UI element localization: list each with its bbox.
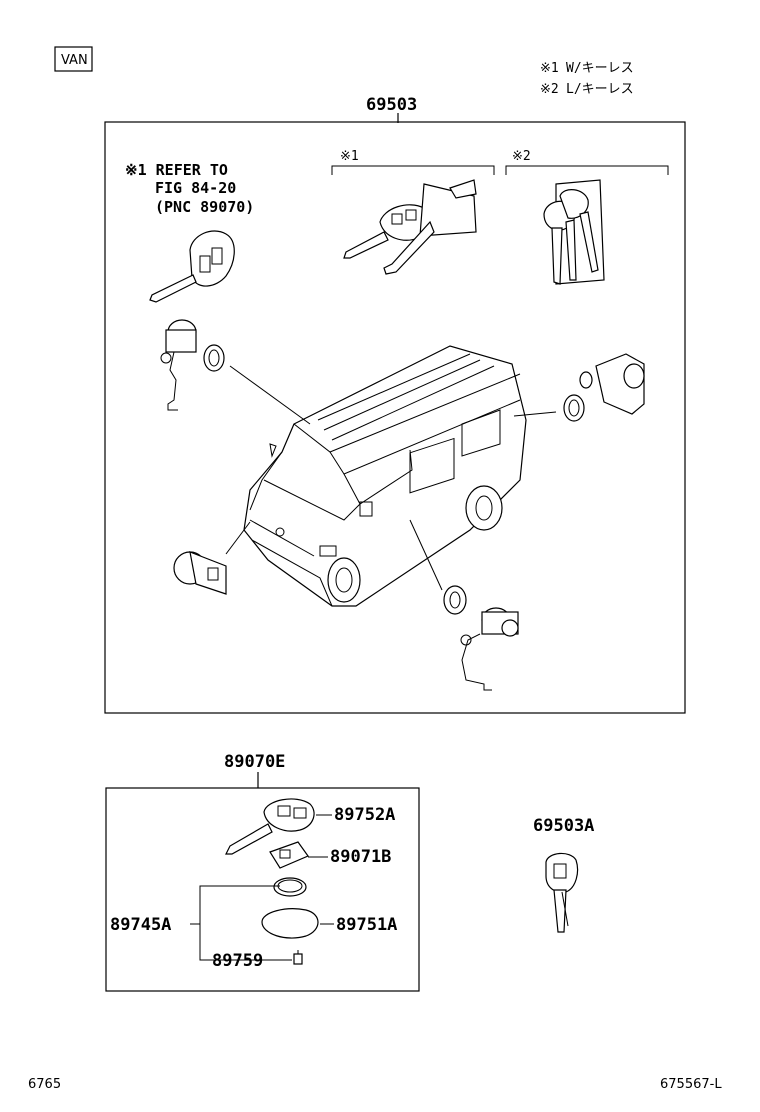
legend-text-2: L/キーレス xyxy=(566,82,634,97)
transmitter-key-illustration xyxy=(225,798,315,855)
legend-mark-1: ※1 xyxy=(540,61,559,76)
bracket-1-label: ※1 xyxy=(340,149,359,164)
cover-illustration xyxy=(261,908,319,939)
part-89745A: 89745A xyxy=(110,915,171,935)
part-89751A: 89751A xyxy=(336,915,397,935)
rear-door-lock-cylinder-illustration xyxy=(160,319,225,411)
footer-right-code: 675567-L xyxy=(660,1077,722,1092)
refer-note-line-3: (PNC 89070) xyxy=(155,198,254,216)
bracket-2-label: ※2 xyxy=(512,149,531,164)
legend-mark-2: ※2 xyxy=(540,82,559,97)
screw-illustration xyxy=(293,950,303,965)
back-door-lock-cylinder-illustration xyxy=(443,585,519,691)
refer-note-line-1: ※1 REFER TO xyxy=(125,161,228,179)
loose-part-number: 69503A xyxy=(533,816,594,836)
legend-text-1: W/キーレス xyxy=(566,61,634,76)
variant-tag-box xyxy=(54,46,93,72)
variant-tag: VAN xyxy=(61,53,88,68)
battery-illustration xyxy=(273,877,307,897)
lower-part-number: 89070E xyxy=(224,752,285,772)
van-illustration xyxy=(243,345,527,607)
remote-key-illustration xyxy=(149,230,235,303)
side-door-lock-cylinder-illustration xyxy=(563,353,645,422)
lower-group-frame xyxy=(105,787,420,992)
key-set-1-illustration xyxy=(343,179,477,275)
ignition-lock-cylinder-illustration xyxy=(173,551,227,595)
refer-note-line-2: FIG 84-20 xyxy=(155,179,236,197)
key-set-2-illustration xyxy=(543,179,605,285)
footer-left-code: 6765 xyxy=(28,1077,61,1092)
part-89752A: 89752A xyxy=(334,805,395,825)
upper-group-frame xyxy=(104,121,686,714)
part-89071B: 89071B xyxy=(330,847,391,867)
part-89759: 89759 xyxy=(212,951,263,971)
transmitter-housing-illustration xyxy=(269,841,309,869)
upper-part-number: 69503 xyxy=(366,95,417,115)
blank-key-illustration xyxy=(545,852,579,933)
